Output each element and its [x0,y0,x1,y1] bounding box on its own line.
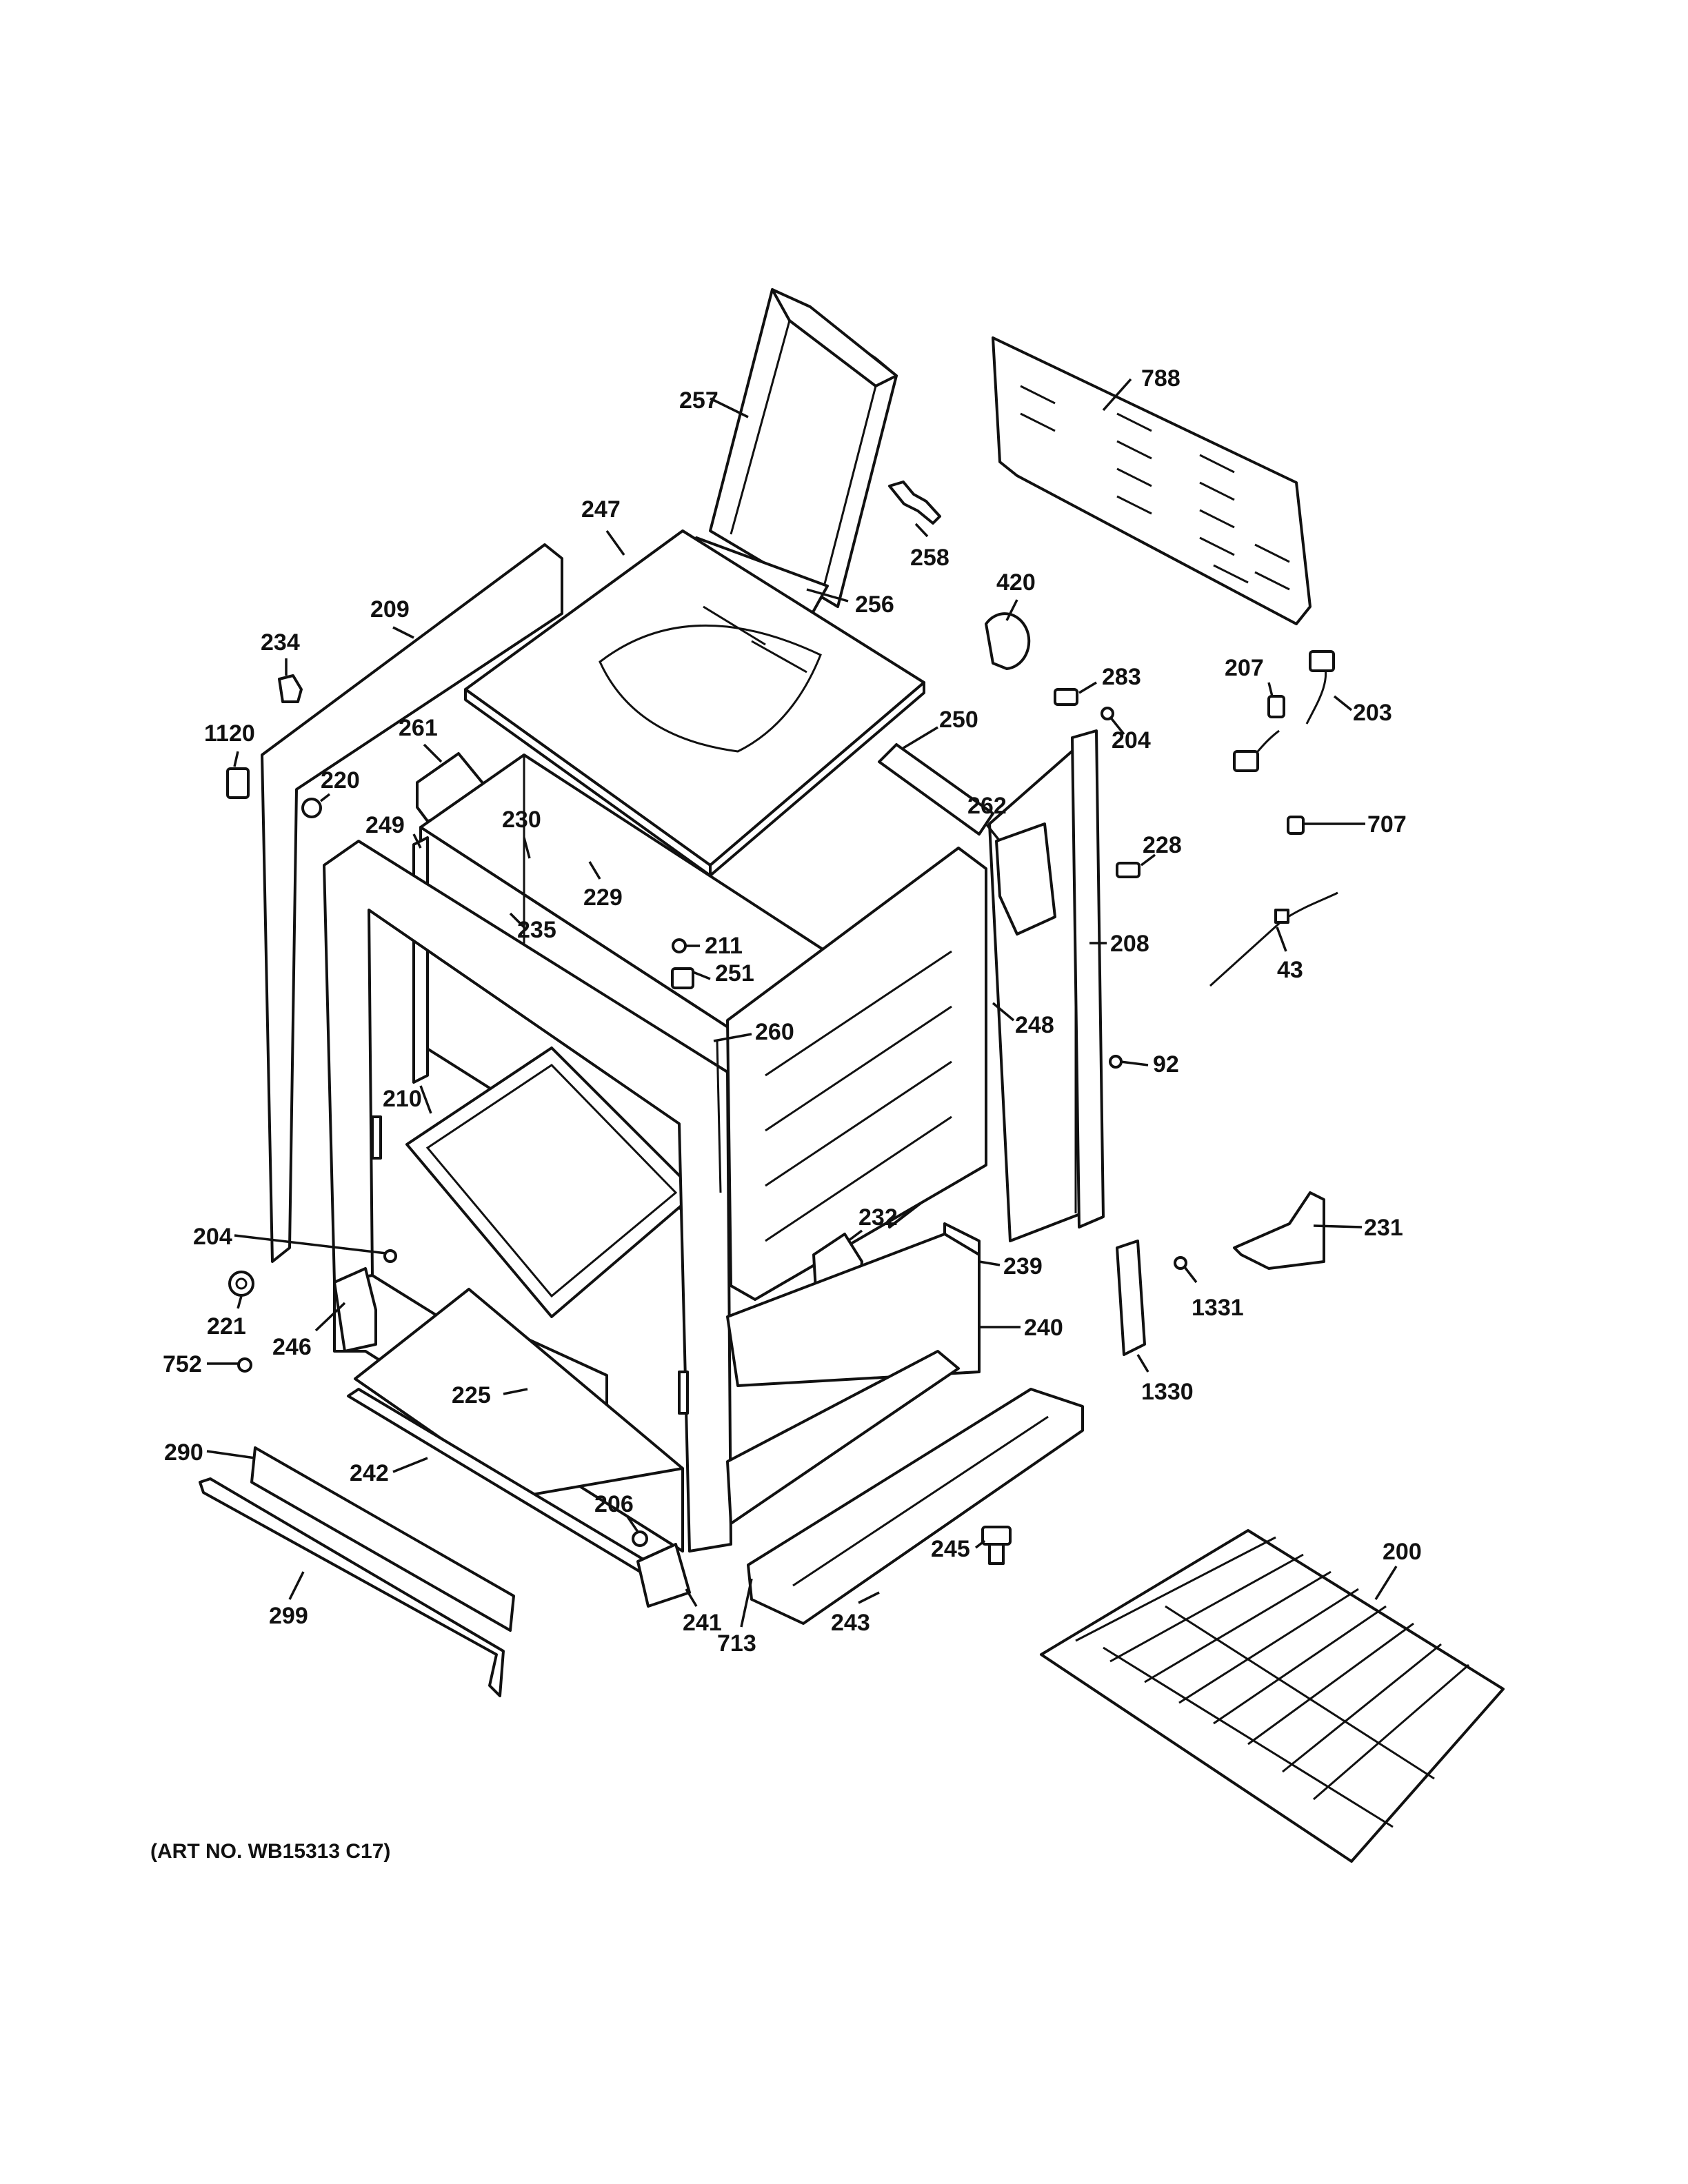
part-241-rail-end [636,1543,691,1608]
callout-228: 228 [1143,832,1182,858]
part-1331-screw [1174,1256,1187,1270]
callout-713: 713 [717,1630,756,1657]
part-245-leveling-leg [981,1526,1012,1565]
callout-299: 299 [269,1603,308,1629]
part-258-clip [888,481,941,525]
part-260-rod [716,1040,722,1193]
part-203-wire-harness [1233,650,1335,772]
part-262-insulation-block [995,822,1056,936]
part-251-bracket [671,967,694,989]
part-206-screw [632,1530,648,1547]
part-234-clip [278,674,303,703]
callout-262: 262 [967,793,1007,819]
callout-260: 260 [755,1019,794,1045]
callout-788: 788 [1141,365,1180,392]
callout-235: 235 [517,917,556,943]
part-246-front-leg [333,1267,377,1353]
callout-248: 248 [1015,1012,1054,1038]
callout-250: 250 [939,707,978,733]
callout-204-lower: 204 [193,1224,232,1250]
part-752-screw [237,1357,252,1373]
callout-234: 234 [261,629,300,656]
callout-420: 420 [996,569,1036,596]
callout-1331: 1331 [1192,1295,1244,1321]
part-1120-block [226,767,250,799]
callout-230: 230 [502,807,541,833]
part-200-oven-rack [1040,1529,1505,1863]
callout-92: 92 [1153,1051,1179,1078]
part-209-left-side-panel [261,543,563,1263]
callout-239: 239 [1003,1253,1043,1280]
callout-204-upper: 204 [1112,727,1151,754]
callout-206: 206 [594,1491,634,1517]
callout-247: 247 [581,496,621,523]
part-243-burner-tray [747,1388,1084,1625]
part-43-sensor [1209,891,1338,987]
part-231-bracket [1233,1191,1325,1270]
callout-225: 225 [452,1382,491,1408]
callout-labels: 257 788 258 247 256 420 209 234 283 207 … [163,365,1422,1657]
callout-256: 256 [855,592,894,618]
callout-211: 211 [705,933,743,959]
callout-209: 209 [370,596,410,623]
callout-258: 258 [910,545,950,571]
art-number: (ART NO. WB15313 C17) [150,1840,390,1863]
part-208-rear-channel [1071,729,1105,1228]
part-247-oven-top [464,529,925,877]
callout-1330: 1330 [1141,1379,1194,1405]
part-420-cover-disc [985,612,1031,670]
callout-221: 221 [207,1313,246,1339]
part-92-screw [1109,1055,1123,1069]
oven-right-side-panel [726,847,987,1301]
part-290-trim [250,1446,515,1632]
callout-232: 232 [858,1204,898,1231]
callout-208: 208 [1110,931,1149,957]
callout-261: 261 [399,715,438,741]
callout-242: 242 [350,1460,389,1486]
part-299-trim-bracket [199,1477,505,1697]
callout-245: 245 [931,1536,970,1562]
part-204-screw-lower [383,1249,397,1263]
callout-290: 290 [164,1439,203,1466]
part-207-connector [1267,695,1285,718]
callout-240: 240 [1024,1315,1063,1341]
callout-283: 283 [1102,664,1141,690]
callout-707: 707 [1367,811,1407,838]
callout-257: 257 [679,387,719,414]
callout-231: 231 [1364,1215,1403,1241]
callout-1120: 1120 [204,720,255,747]
callout-246: 246 [272,1334,312,1360]
part-788-rear-cover [992,336,1312,625]
part-249-strip [412,836,429,1084]
part-221-grommet [228,1271,254,1297]
callout-203: 203 [1353,700,1392,726]
callout-220: 220 [321,767,360,793]
callout-241: 241 [683,1610,722,1636]
callout-200: 200 [1383,1539,1422,1565]
part-250-strip [878,743,994,836]
part-211-screw [672,938,687,953]
part-1330-bracket [1116,1240,1146,1356]
callout-752: 752 [163,1351,202,1377]
part-220-grommet [301,798,322,818]
part-228-clip [1116,862,1141,878]
callout-243: 243 [831,1610,870,1636]
callout-210: 210 [383,1086,422,1112]
part-240-lower-rear-panel [726,1233,981,1387]
part-204-screw-upper [1101,707,1114,720]
callout-43: 43 [1277,957,1303,983]
callout-207: 207 [1225,655,1264,681]
callout-229: 229 [583,884,623,911]
callout-249: 249 [365,812,405,838]
part-713-panel [726,1350,960,1525]
callout-251: 251 [715,960,754,987]
leader-lines [206,378,1398,1628]
part-257-vent-duct [709,288,898,608]
part-283-clip [1054,688,1078,706]
part-707-connector [1287,816,1305,835]
